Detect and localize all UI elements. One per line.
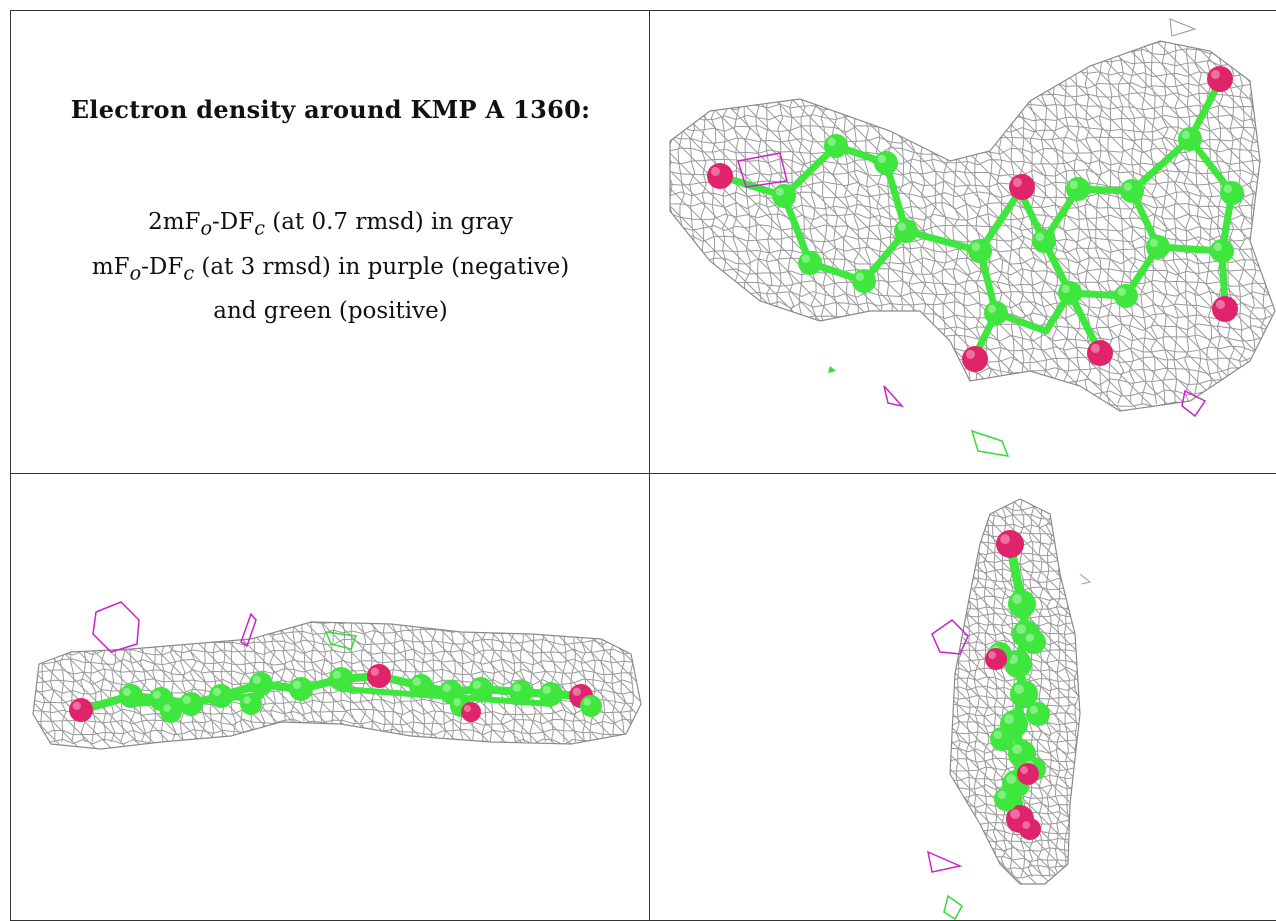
legend-text: (at 0.7 rmsd) in gray <box>264 209 513 235</box>
carbon-atom <box>1120 179 1144 203</box>
negative-density-blob <box>926 850 963 873</box>
carbon-atom <box>289 677 313 701</box>
positive-density-blob <box>324 631 358 650</box>
negative-density-blob <box>92 601 140 653</box>
oxygen-atom <box>69 698 93 722</box>
oxygen-atom <box>461 702 481 722</box>
carbon-atom <box>968 239 992 263</box>
oxygen-atom <box>1087 340 1113 366</box>
legend-text: 2mF <box>148 209 201 235</box>
positive-density-blob <box>828 366 836 373</box>
carbon-atom <box>1010 680 1038 708</box>
density-view-side <box>11 474 650 921</box>
carbon-atom <box>119 684 143 708</box>
mesh-lines <box>950 499 1080 884</box>
legend-text: -DF <box>141 253 184 280</box>
carbon-atom <box>1178 127 1202 151</box>
mesh-fragment <box>1079 573 1092 585</box>
carbon-atom <box>1022 630 1046 654</box>
positive-density-blob <box>943 894 963 920</box>
oxygen-atom <box>962 346 988 372</box>
carbon-atom <box>240 693 262 715</box>
oxygen-atom <box>367 664 391 688</box>
negative-density-blob <box>240 612 257 648</box>
carbon-atom <box>990 727 1014 751</box>
legend-line-colors: and green (positive) <box>213 298 448 325</box>
legend-subscript: o <box>200 216 213 240</box>
negative-density-blob <box>883 385 905 408</box>
caption-cell: Electron density around KMP A 1360: 2mFo… <box>11 11 650 474</box>
bond <box>780 142 840 200</box>
carbon-atom <box>580 695 602 717</box>
bond <box>1128 135 1194 195</box>
legend-subscript: c <box>183 261 195 285</box>
legend-line-2fo-fc: 2mFo-DFc (at 0.7 rmsd) in gray <box>11 203 649 248</box>
carbon-atom <box>894 219 918 243</box>
mesh-fragment <box>1169 18 1197 37</box>
carbon-atom <box>1058 281 1082 305</box>
oxygen-atom <box>1019 818 1041 840</box>
caption-title: Electron density around KMP A 1360: <box>70 95 591 124</box>
carbon-atom <box>1066 177 1090 201</box>
carbon-atom <box>1220 181 1244 205</box>
legend-subscript: o <box>129 261 142 285</box>
carbon-atom <box>994 787 1018 811</box>
oxygen-atom <box>1207 66 1233 92</box>
carbon-atom <box>1114 284 1138 308</box>
density-mesh <box>950 499 1080 884</box>
legend-text: (at 3 rmsd) in purple (negative) <box>194 253 570 280</box>
oxygen-atom <box>1009 174 1035 200</box>
oxygen-atom <box>1212 296 1238 322</box>
oxygen-atom <box>1017 763 1039 785</box>
carbon-atom <box>509 680 533 704</box>
carbon-atom <box>539 682 563 706</box>
carbon-atom <box>1008 590 1036 618</box>
carbon-atom <box>209 684 233 708</box>
carbon-atom <box>160 701 182 723</box>
figure-table: Electron density around KMP A 1360: 2mFo… <box>10 10 1276 921</box>
negative-density-blob <box>1181 389 1207 418</box>
density-view-end <box>650 474 1276 921</box>
carbon-atom <box>1026 702 1050 726</box>
carbon-atom <box>329 667 353 691</box>
negative-density-blob <box>931 619 969 655</box>
oxygen-atom <box>996 530 1024 558</box>
density-view-top <box>650 11 1276 474</box>
carbon-atom <box>852 269 876 293</box>
carbon-atom <box>874 151 898 175</box>
carbon-atom <box>249 672 273 696</box>
positive-density-blob <box>970 429 1010 457</box>
molecule-side-view-image <box>32 601 642 750</box>
carbon-atom <box>772 184 796 208</box>
mesh-outline <box>669 40 1276 412</box>
oxygen-atom <box>985 648 1007 670</box>
molecule-top-view-image <box>669 18 1276 457</box>
legend-text: mF <box>91 253 130 280</box>
oxygen-atom <box>707 163 733 189</box>
legend-subscript: c <box>254 216 265 240</box>
carbon-atom <box>409 674 433 698</box>
mesh-outline <box>949 498 1081 885</box>
carbon-atom <box>824 134 848 158</box>
negative-density-blob <box>737 152 788 188</box>
carbon-atom <box>798 251 822 275</box>
bond <box>902 227 984 255</box>
legend-line-fo-fc: mFo-DFc (at 3 rmsd) in purple (negative) <box>11 248 649 293</box>
carbon-atom <box>1032 229 1056 253</box>
carbon-atom <box>179 692 203 716</box>
legend-text: -DF <box>212 209 255 235</box>
bond <box>976 187 1024 255</box>
caption-legend: 2mFo-DFc (at 0.7 rmsd) in gray mFo-DFc (… <box>11 203 649 331</box>
molecule-end-view-image <box>926 498 1092 920</box>
carbon-atom <box>984 301 1008 325</box>
carbon-atom <box>1146 235 1170 259</box>
caption: Electron density around KMP A 1360: 2mFo… <box>11 11 649 473</box>
carbon-atom <box>469 677 493 701</box>
carbon-atom <box>1210 239 1234 263</box>
